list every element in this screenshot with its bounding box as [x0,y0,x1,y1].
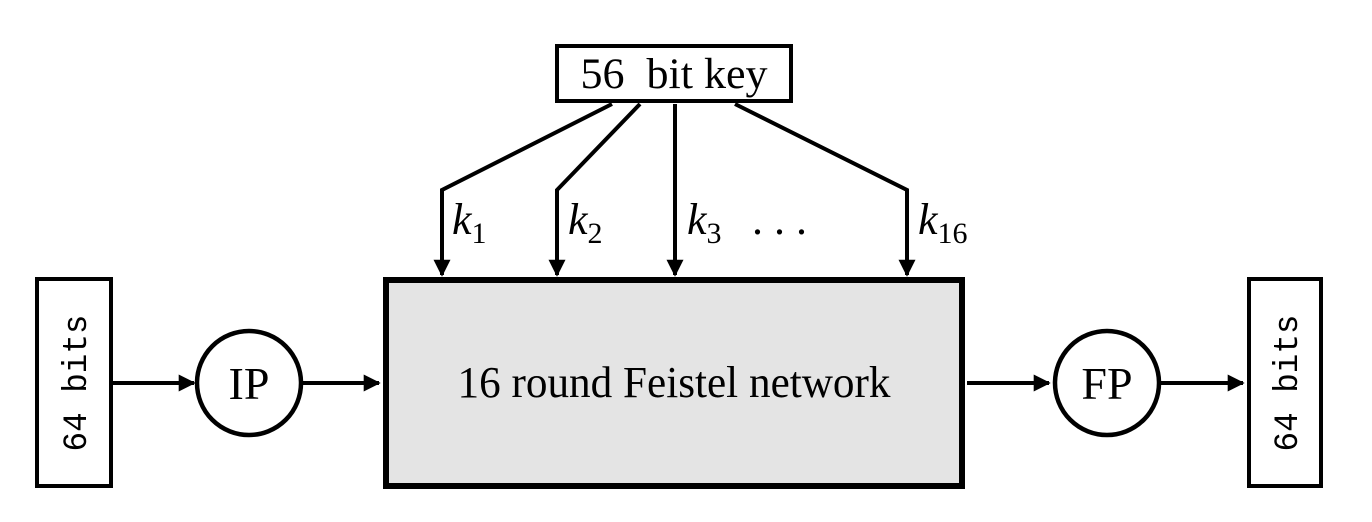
fp-label: FP [1081,358,1132,409]
ip-circle [194,328,304,438]
round-key-label-k1: k1 [452,195,487,250]
feistel-network-box [383,277,965,489]
input-bits-label: 64 bits [59,315,97,452]
key-arrow-k2 [548,102,642,277]
key-arrow-k1 [433,102,613,277]
round-key-label-k16: k16 [918,195,968,250]
key-box-label: 56 bit key [581,51,769,98]
fp-circle [1052,328,1162,438]
round-key-ellipsis: ... [752,195,818,244]
feistel-network-label: 16 round Feistel network [458,358,891,407]
round-key-label-k2: k2 [568,195,603,250]
output-bits-label: 64 bits [1270,315,1308,452]
key-arrow-k16 [734,102,916,277]
round-key-label-k3: k3 [687,195,722,250]
ip-label: IP [229,358,270,409]
input-bits-box [35,277,113,488]
output-bits-box [1247,277,1323,488]
key-box [555,44,793,103]
